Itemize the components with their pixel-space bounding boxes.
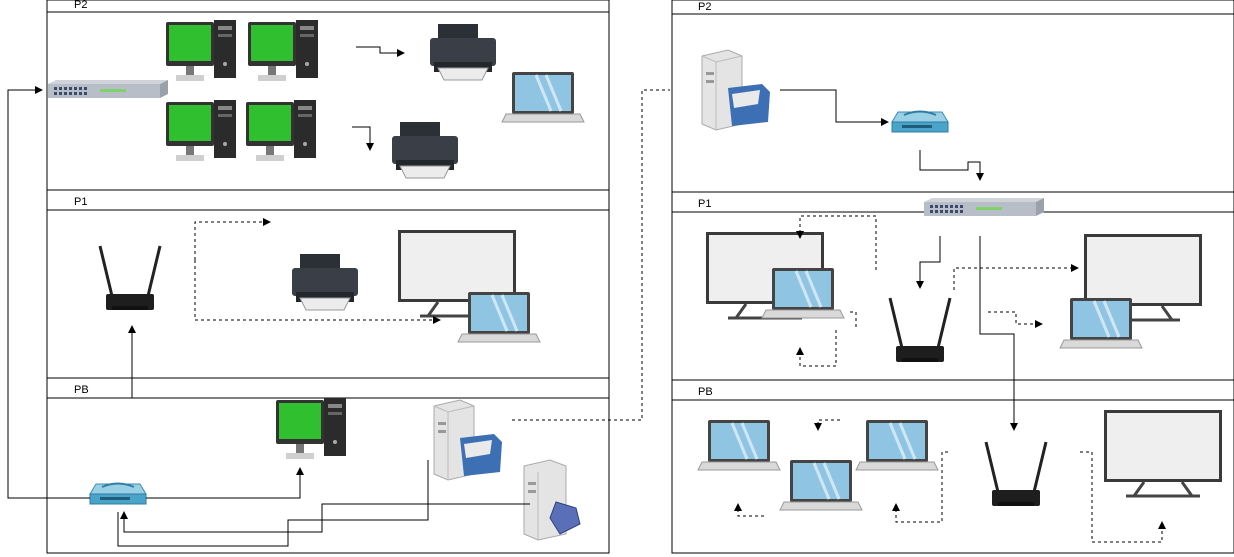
desktop-pc-icon[interactable] — [276, 398, 346, 459]
link-line — [117, 460, 429, 547]
wireless-router-icon[interactable] — [984, 440, 1048, 508]
link-arrow — [1080, 451, 1166, 543]
right-floor-label-pb: PB — [698, 386, 713, 398]
laptop-icon[interactable] — [696, 418, 782, 472]
switch-icon[interactable] — [48, 80, 168, 98]
file-server-icon[interactable] — [433, 399, 503, 481]
switch-icon[interactable] — [924, 198, 1044, 216]
link-arrow — [919, 150, 984, 181]
link-arrow — [892, 451, 948, 523]
link-arrow — [146, 467, 304, 499]
right-floor-label-p2: P2 — [698, 1, 711, 13]
wireless-router-icon[interactable] — [888, 296, 952, 364]
link-arrow — [7, 86, 90, 499]
laptop-icon[interactable] — [854, 418, 940, 472]
printer-icon[interactable] — [429, 23, 497, 81]
inter-building-link — [512, 89, 670, 421]
printer-icon[interactable] — [391, 121, 459, 179]
laptop-icon[interactable] — [760, 266, 846, 320]
desktop-pc-icon[interactable] — [166, 100, 236, 161]
left-floor-label-pb: PB — [74, 384, 89, 396]
link-arrow — [953, 264, 1079, 290]
link-arrow — [796, 215, 877, 270]
router-icon[interactable] — [891, 110, 949, 133]
link-arrow — [734, 503, 764, 517]
link-arrow — [194, 260, 441, 324]
wireless-router-icon[interactable] — [98, 244, 162, 312]
left-floor-label-p1: P1 — [74, 196, 87, 208]
link-arrow — [356, 46, 405, 57]
left-floor-label-p2: P2 — [74, 0, 87, 11]
router-icon[interactable] — [89, 482, 147, 505]
printer-icon[interactable] — [291, 253, 359, 311]
server-icon[interactable] — [523, 459, 581, 541]
laptop-icon[interactable] — [778, 458, 864, 512]
link-arrow — [124, 503, 530, 533]
link-arrow — [988, 311, 1043, 328]
link-arrow — [979, 236, 1018, 431]
link-arrow — [796, 330, 837, 367]
link-line — [850, 311, 857, 330]
link-arrow — [352, 126, 374, 151]
link-arrow — [780, 89, 889, 126]
laptop-icon[interactable] — [500, 70, 586, 124]
desktop-pc-icon[interactable] — [248, 20, 318, 81]
laptop-icon[interactable] — [1058, 296, 1144, 350]
right-building: P2 P1 PB — [671, 0, 1234, 554]
desktop-pc-icon[interactable] — [166, 20, 236, 81]
laptop-icon[interactable] — [456, 290, 542, 344]
link-arrow — [194, 218, 271, 260]
link-arrow — [814, 419, 840, 431]
desktop-pc-icon[interactable] — [246, 100, 316, 161]
monitor-icon[interactable] — [1102, 408, 1224, 498]
file-server-icon[interactable] — [701, 49, 771, 131]
link-arrow — [916, 236, 941, 289]
right-floor-label-p1: P1 — [698, 198, 711, 210]
